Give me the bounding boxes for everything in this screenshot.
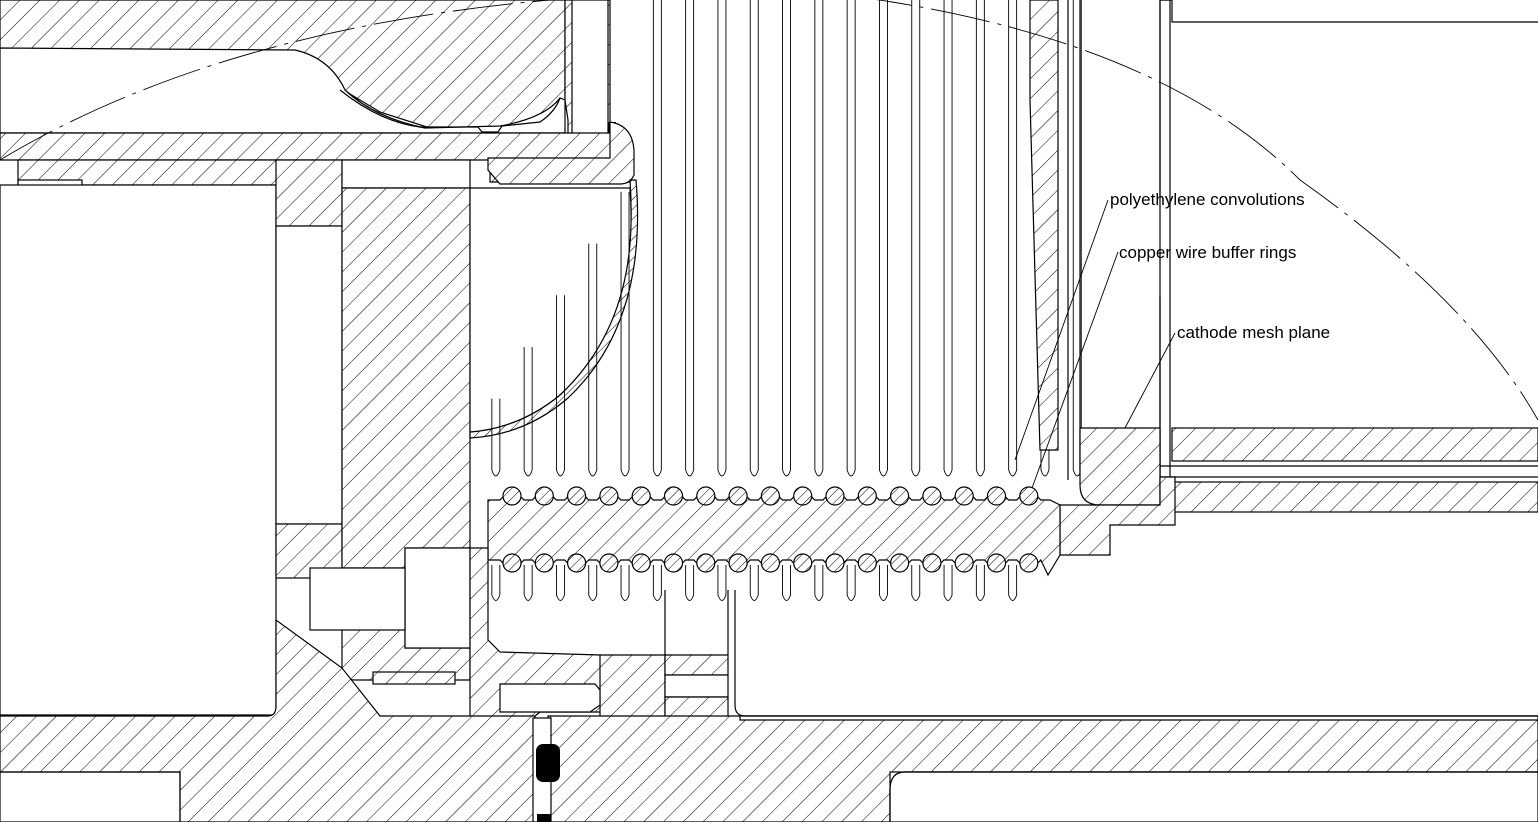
convolution-sheet <box>588 243 598 477</box>
buffer-ring <box>663 553 684 573</box>
convolution-finger <box>749 565 759 601</box>
convolution-sheet <box>652 0 662 477</box>
convolution-finger <box>975 565 985 601</box>
convolution-finger <box>620 565 630 601</box>
lower-bracket <box>469 547 729 721</box>
buffer-ring <box>728 486 748 506</box>
convolution-finger <box>685 565 695 601</box>
left-structure <box>0 159 471 716</box>
centerline-arc <box>0 0 1538 421</box>
convolution-sheet <box>879 0 888 477</box>
convolution-sheet <box>1008 0 1018 477</box>
label-polyethylene-convolutions: polyethylene convolutions <box>1110 190 1305 209</box>
convolution-sheet <box>523 346 533 477</box>
buffer-ring <box>793 486 813 506</box>
buffer-ring <box>857 486 877 506</box>
leader-lines <box>1014 199 1176 489</box>
upper-housing <box>0 0 616 154</box>
convolution-lines <box>491 0 1082 601</box>
buffer-ring <box>793 553 813 573</box>
copper-wire-buffer-rings <box>502 486 1039 573</box>
buffer-ring <box>502 553 522 573</box>
buffer-ring <box>696 553 716 573</box>
top-plate <box>0 121 635 187</box>
buffer-ring <box>534 486 554 506</box>
convolution-finger <box>652 565 662 601</box>
buffer-ring <box>922 486 942 506</box>
label-copper-wire-buffer-rings: copper wire buffer rings <box>1119 243 1296 262</box>
convolution-sheet <box>556 295 565 477</box>
buffer-ring <box>954 553 974 573</box>
convolution-sheet <box>814 0 824 477</box>
buffer-ring <box>663 486 684 506</box>
convolution-finger <box>717 565 727 601</box>
buffer-ring <box>825 486 845 506</box>
convolution-sheet <box>717 0 727 477</box>
convolution-sheet <box>846 0 856 477</box>
buffer-ring <box>986 553 1007 573</box>
buffer-ring <box>631 486 651 506</box>
buffer-ring <box>954 486 974 506</box>
convolution-finger <box>943 565 953 601</box>
buffer-ring <box>986 486 1007 506</box>
buffer-ring <box>502 486 522 506</box>
convolution-finger <box>846 565 856 601</box>
buffer-ring <box>760 553 781 573</box>
cathode-assembly <box>1059 427 1538 556</box>
buffer-ring <box>857 553 877 573</box>
convolution-finger <box>879 565 888 601</box>
base-plate <box>0 590 1538 822</box>
label-cathode-mesh-plane: cathode mesh plane <box>1177 323 1330 342</box>
buffer-ring <box>631 553 651 573</box>
buffer-ring <box>599 553 619 573</box>
buffer-ring <box>728 553 748 573</box>
convolution-finger <box>556 565 565 601</box>
field-shaper <box>469 179 639 439</box>
buffer-ring <box>889 553 910 573</box>
convolution-sheet <box>911 0 921 477</box>
convolution-finger <box>911 565 921 601</box>
buffer-ring <box>566 553 587 573</box>
buffer-ring <box>922 553 942 573</box>
convolution-finger <box>814 565 824 601</box>
convolution-sheet <box>782 0 791 477</box>
convolution-finger <box>588 565 598 601</box>
convolution-finger <box>1008 565 1018 601</box>
convolution-finger <box>782 565 791 601</box>
convolution-sheet <box>975 0 985 477</box>
buffer-ring <box>889 486 910 506</box>
convolution-sheet <box>749 0 759 477</box>
buffer-ring <box>566 486 587 506</box>
buffer-ring <box>696 486 716 506</box>
buffer-ring <box>825 553 845 573</box>
convolution-finger <box>523 565 533 601</box>
buffer-ring <box>534 553 554 573</box>
convolution-sheet <box>491 398 501 477</box>
buffer-ring <box>599 486 619 506</box>
buffer-ring <box>760 486 781 506</box>
convolution-sheet <box>1040 0 1050 477</box>
convolution-sheet <box>620 191 630 477</box>
buffer-ring <box>1019 553 1039 573</box>
buffer-ring <box>1019 486 1039 506</box>
convolution-sheet <box>685 0 695 477</box>
convolution-finger <box>491 565 501 601</box>
convolution-sheet <box>943 0 953 477</box>
